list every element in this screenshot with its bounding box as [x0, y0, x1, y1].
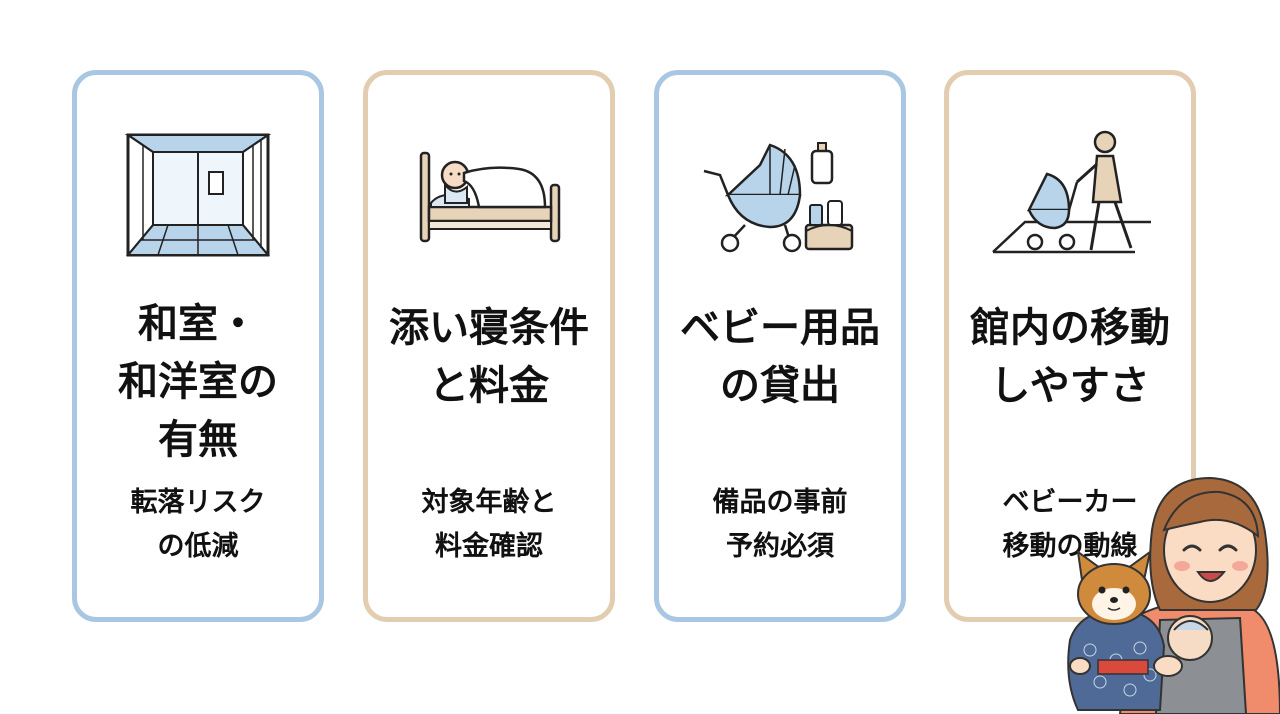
card-description: 転落リスク の低減 — [77, 481, 319, 569]
mother-with-shiba-dog-illustration — [1067, 476, 1280, 714]
desc-line: の低減 — [157, 531, 239, 562]
title-line: 和室・ — [138, 301, 258, 347]
card-description: 対象年齢と 料金確認 — [368, 481, 610, 569]
co-sleeping-bed-icon-svg — [419, 151, 561, 243]
title-line: しやすさ — [990, 363, 1150, 409]
card-title: 添い寝条件 と料金 — [368, 299, 610, 415]
title-line: 和洋室の — [118, 359, 278, 405]
desc-line: ベビーカー — [1002, 487, 1138, 518]
title-line: ベビー用品 — [680, 305, 880, 351]
card-japanese-room: 和室・ 和洋室の 有無 転落リスク の低減 — [72, 70, 324, 622]
desc-line: 移動の動線 — [1002, 531, 1138, 562]
card-title: 和室・ 和洋室の 有無 — [77, 295, 319, 469]
desc-line: 料金確認 — [435, 531, 543, 562]
desc-line: 転落リスク — [130, 487, 266, 518]
card-title: ベビー用品 の貸出 — [659, 299, 901, 415]
japanese-room-icon-svg — [124, 133, 272, 257]
title-line: 有無 — [158, 417, 238, 463]
parent-pushing-stroller-icon-svg — [992, 130, 1151, 254]
title-line: の貸出 — [720, 363, 840, 409]
card-title: 館内の移動 しやすさ — [949, 299, 1191, 415]
japanese-room-icon — [77, 125, 319, 265]
baby-stroller-icon — [659, 125, 901, 265]
card-baby-goods: ベビー用品 の貸出 備品の事前 予約必須 — [654, 70, 906, 622]
title-line: 添い寝条件 — [389, 305, 589, 351]
desc-line: 備品の事前 — [712, 487, 848, 518]
desc-line: 対象年齢と — [421, 487, 557, 518]
card-description: ベビーカー 移動の動線 — [949, 481, 1191, 569]
title-line: 館内の移動 — [970, 305, 1170, 351]
title-line: と料金 — [429, 363, 549, 409]
desc-line: 予約必須 — [726, 531, 834, 562]
baby-stroller-icon-svg — [703, 142, 854, 253]
card-co-sleeping: 添い寝条件 と料金 対象年齢と 料金確認 — [363, 70, 615, 622]
card-description: 備品の事前 予約必須 — [659, 481, 901, 569]
co-sleeping-bed-icon — [368, 125, 610, 265]
parent-pushing-stroller-icon — [949, 125, 1191, 265]
